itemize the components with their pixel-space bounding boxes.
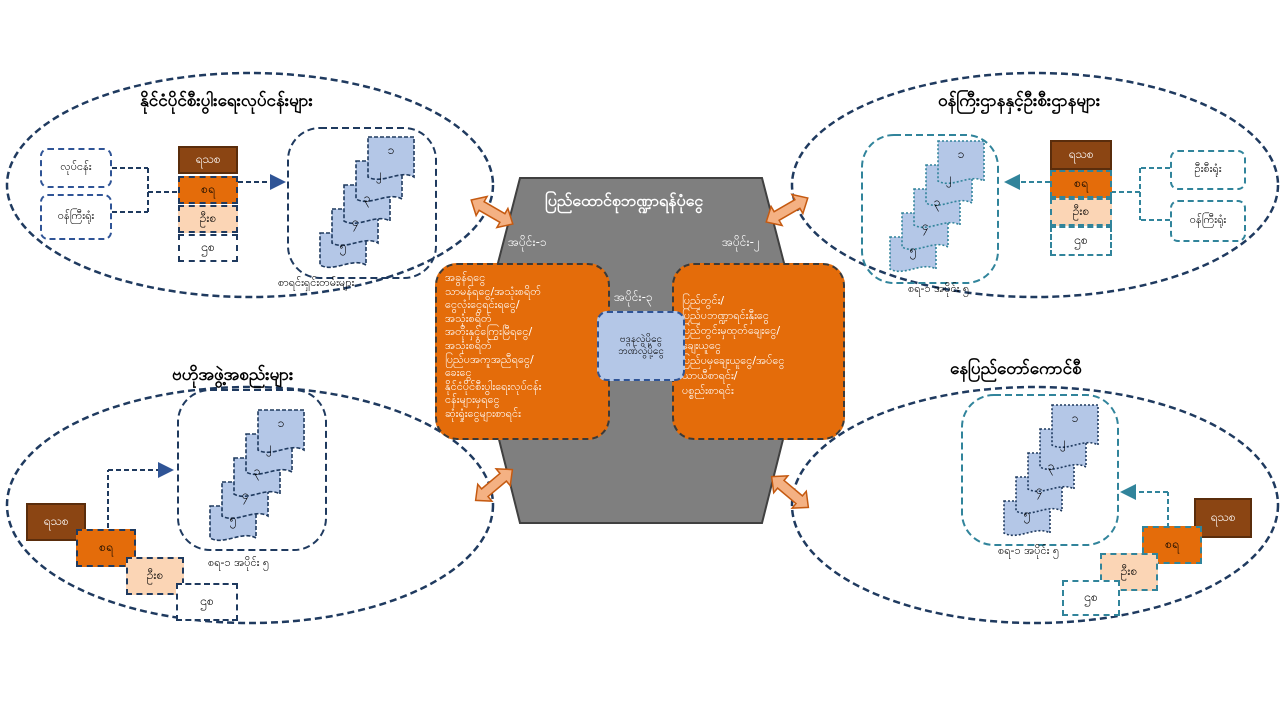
part1-line: အသုံးစရိတ် bbox=[445, 311, 492, 325]
stack-page-number: ၃ bbox=[934, 195, 941, 212]
stack-page-number: ၂ bbox=[1060, 435, 1066, 452]
stack-caption-bottom-right: စရ-၁ အပိုင်း ၅ bbox=[998, 544, 1060, 557]
stack-frame-top-left bbox=[287, 127, 437, 279]
double-arrow-top-right bbox=[765, 193, 809, 227]
part2-line: ပြည်တွင်း/ bbox=[682, 294, 725, 307]
part2-line: ယာယီစာရင်း/ bbox=[682, 369, 738, 382]
stack-page-number: ၂ bbox=[376, 167, 382, 184]
block-bottom-right-4: ဌစ bbox=[1062, 580, 1120, 616]
block-bottom-right-1: ရသစ bbox=[1194, 498, 1252, 538]
dept-top-left-ministry: ဝန်ကြီးရုံး bbox=[40, 194, 112, 240]
part2-line: ပြည်ပမှချေးယူငွေ/အပ်ငွေ bbox=[682, 354, 785, 367]
part1-line: ငန်းများမှရငွေ bbox=[445, 393, 500, 407]
stack-caption-top-right: စရ-၁ အပိုင်း ၅ bbox=[908, 282, 970, 295]
double-arrow-bottom-right bbox=[770, 475, 810, 509]
stack-page bbox=[257, 409, 305, 454]
ellipse-bottom-left bbox=[5, 385, 495, 625]
part2-line: ပြည်ပဘဏ္ဍာရင်းနှီးငွေ bbox=[682, 309, 769, 322]
part3-line: ဗဒ္ဂနလွဲပို့ငွေ bbox=[619, 334, 663, 345]
stack-page-number: ၂ bbox=[266, 440, 272, 457]
block-top-left-3: ဦးစ bbox=[178, 205, 238, 233]
stack-page-number: ၄ bbox=[242, 488, 249, 505]
ellipse-top-right bbox=[790, 71, 1280, 299]
double-arrow-top-left bbox=[470, 195, 514, 229]
part3-line: ဘဏ်လွဲပို့ငွေ bbox=[618, 346, 664, 357]
part2-line: ချေးယူငွေ bbox=[682, 339, 722, 352]
ellipse-bottom-right bbox=[790, 385, 1280, 625]
connectors-bottom-left bbox=[107, 462, 174, 528]
stack-frame-top-right bbox=[861, 134, 999, 284]
part1-line: အခွန်ရငွေ bbox=[445, 271, 486, 284]
stack-page-number: ၁ bbox=[278, 416, 285, 430]
quadrant-title-bottom-left: ဗဟိုအဖွဲ့အစည်းများ bbox=[172, 365, 294, 385]
part1-box: အခွန်ရငွေ သာမန်ရငွေ/အသုံးစရိတ် ငွေလုံးငွ… bbox=[435, 263, 610, 440]
block-top-left-4: ဌစ bbox=[178, 234, 238, 262]
stack-caption-top-left: စာရင်းရှင်းတမ်းများ bbox=[278, 276, 355, 289]
part1-line: နိုင်ငံပိုင်စီးပွါးရေးလုပ်ငန်း bbox=[445, 379, 542, 393]
dept-top-right-head: ဦးစီးရုံး bbox=[1170, 150, 1246, 190]
stack-page-number: ၁ bbox=[388, 143, 395, 157]
part2-line: ပစ္စည်းစာရင်း bbox=[682, 384, 734, 397]
part1-line: ငွေလုံးငွေရင်းရငွေ/ bbox=[445, 298, 520, 312]
block-bottom-left-4: ဌစ bbox=[176, 583, 238, 621]
quadrant-title-bottom-right: နေပြည်တော်ကောင်စီ bbox=[950, 359, 1082, 379]
part1-line: ခေးငွေ bbox=[445, 366, 472, 380]
part1-line: ပြည်ပအကူအညီရငွေ/ bbox=[445, 352, 534, 366]
part1-line: သာမန်ရငွေ/အသုံးစရိတ် bbox=[445, 284, 541, 298]
stack-page-number: ၁ bbox=[1072, 411, 1079, 425]
center-title: ပြည်ထောင်စုဘဏ္ဍာရန်ပုံငွေ bbox=[545, 191, 704, 210]
stack-page-number: ၃ bbox=[254, 464, 261, 481]
block-top-left-1: ရသစ bbox=[178, 146, 238, 174]
dept-top-right-ministry: ဝန်ကြီးရုံး bbox=[1170, 200, 1246, 242]
stack-page-number: ၅ bbox=[1024, 507, 1031, 524]
stack-caption-bottom-left: စရ-၁ အပိုင်း ၅ bbox=[208, 556, 270, 569]
stack-page-number: ၄ bbox=[1036, 483, 1043, 500]
stack-page bbox=[367, 136, 415, 181]
block-top-left-2: စရ bbox=[178, 176, 238, 204]
stack-page-number: ၅ bbox=[340, 239, 347, 256]
stack-page-number: ၂ bbox=[946, 171, 952, 188]
block-top-right-2: စရ bbox=[1050, 170, 1112, 198]
part1-label: အပိုင်း-၁ bbox=[508, 235, 547, 249]
stack-frame-bottom-left bbox=[177, 389, 327, 551]
part1-line: ဆုံးရှုံးငွေများစာရင်း bbox=[445, 406, 521, 420]
stack-page-number: ၃ bbox=[1048, 459, 1055, 476]
stack-page bbox=[937, 140, 985, 185]
stack-page-number: ၄ bbox=[922, 219, 929, 236]
ellipse-top-left bbox=[5, 71, 495, 299]
dept-top-left-business: လုပ်ငန်း bbox=[40, 148, 112, 188]
connectors-top-left bbox=[112, 167, 286, 213]
part3-box: ဗဒ္ဂနလွဲပို့ငွေ ဘဏ်လွဲပို့ငွေ bbox=[597, 311, 685, 381]
connectors-top-right bbox=[1004, 167, 1170, 221]
stack-page-number: ၄ bbox=[352, 215, 359, 232]
block-top-right-3: ဦးစ bbox=[1050, 198, 1112, 226]
part3-label: အပိုင်း-၃ bbox=[614, 290, 653, 304]
part2-label: အပိုင်း-၂ bbox=[722, 235, 760, 249]
part2-line: ပြည်တွင်းမှထုတ်ချေးငွေ/ bbox=[682, 324, 781, 337]
part1-line: အတိုးနှင့်ကြွေးမြီရငွေ/ bbox=[445, 325, 533, 339]
stack-page-number: ၅ bbox=[910, 243, 917, 260]
stack-page bbox=[1051, 404, 1099, 449]
quadrant-title-top-left: နိုင်ငံပိုင်စီးပွါးရေးလုပ်ငန်းများ bbox=[140, 91, 313, 111]
stack-page-number: ၁ bbox=[958, 147, 965, 161]
stack-page-number: ၅ bbox=[230, 512, 237, 529]
block-top-right-1: ရသစ bbox=[1050, 140, 1112, 170]
connectors-bottom-right bbox=[1120, 484, 1169, 528]
block-bottom-left-3: ဦးစ bbox=[126, 557, 184, 595]
part2-box: ပြည်တွင်း/ ပြည်ပဘဏ္ဍာရင်းနှီးငွေ ပြည်တွင… bbox=[672, 263, 845, 440]
block-top-right-4: ဌစ bbox=[1050, 226, 1112, 256]
double-arrow-bottom-left bbox=[474, 468, 514, 502]
part1-line: အသုံးစရိတ် bbox=[445, 338, 492, 352]
quadrant-title-top-right: ဝန်ကြီးဌာနနှင့်ဦးစီးဌာနများ bbox=[938, 91, 1101, 111]
block-bottom-right-3: ဦးစ bbox=[1100, 553, 1158, 591]
stack-frame-bottom-right bbox=[961, 394, 1119, 546]
stack-page-number: ၃ bbox=[364, 191, 371, 208]
